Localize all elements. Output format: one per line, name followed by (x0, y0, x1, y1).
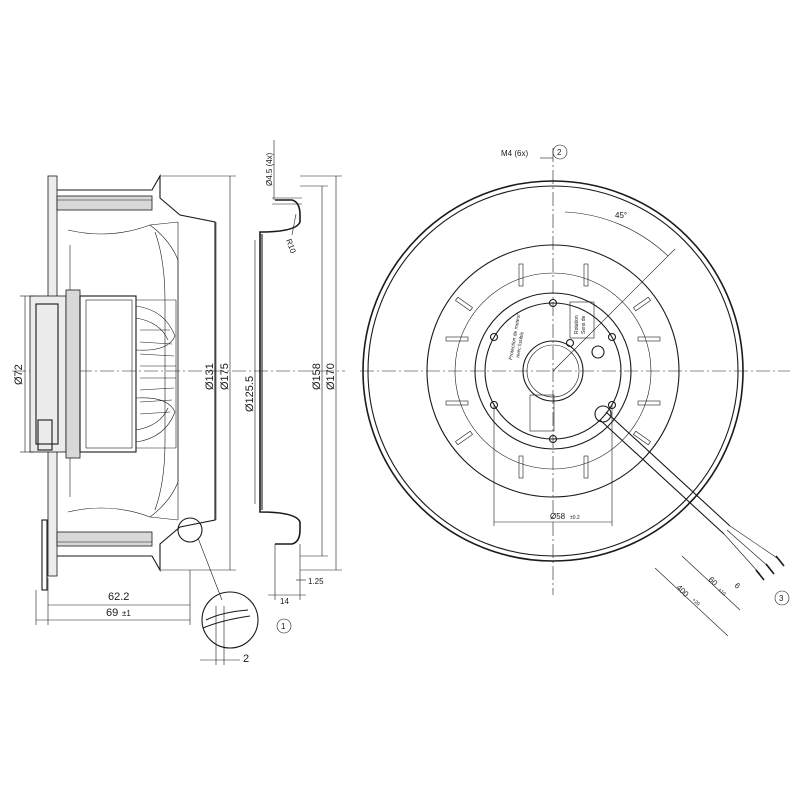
dim-diameter-72: Ø72 (13, 364, 25, 385)
dim-length-14: 14 (280, 597, 289, 606)
blade-bottom (67, 507, 179, 521)
blade-top (67, 221, 179, 235)
motor-body (79, 295, 137, 453)
dim-cable-60: 60 (707, 575, 720, 588)
dim-cable-400: 400 (675, 583, 691, 599)
dim-diameter-158: Ø158 (311, 363, 323, 390)
callout-1-circle (276, 618, 292, 634)
hub-bore (522, 340, 584, 402)
housing-outline (57, 173, 216, 573)
angle-45: 45° (615, 211, 627, 220)
label-plate-top (569, 301, 595, 339)
inlet-ring (426, 244, 680, 498)
thread-label: M4 (6x) (501, 149, 528, 158)
dim-diameter-125-5: Ø125.5 (244, 376, 256, 412)
label-right-1: Rotation (574, 315, 580, 334)
callout-1: 1 (281, 622, 286, 631)
cable-gland (41, 519, 48, 591)
dim-length-69: 69 (106, 607, 118, 619)
cable: 3 400 +20 60 ±10 6 (599, 411, 790, 637)
cable-outlet (594, 405, 612, 423)
label-right-2: Sens de (581, 315, 587, 334)
callout-3-circle (774, 590, 790, 606)
label-left-2: avec fusible (515, 331, 526, 358)
dim-diameter-170: Ø170 (325, 363, 337, 390)
dim-gap-2: 2 (243, 653, 249, 665)
label-plates: Protection de moteur avec fusible Rotati… (508, 301, 595, 432)
callout-2-circle (552, 144, 568, 160)
label-plate-bottom (529, 394, 555, 432)
slot-marks (445, 263, 661, 479)
inlet-ring-section: Ø125.5 Ø158 Ø170 Ø4.5 (4x) R10 14 1.25 (244, 140, 342, 606)
callout-3: 3 (779, 594, 784, 603)
bottom-ring-band (56, 531, 153, 547)
dim-length-62-2: 62.2 (108, 591, 129, 603)
top-ring-band (56, 195, 153, 211)
dim-diameter-131: Ø131 (204, 363, 216, 390)
rotation-arrow-icon (591, 345, 605, 359)
dim-diameter-58-tol: ±0.2 (570, 515, 580, 521)
dim-diameter-175: Ø175 (219, 363, 231, 390)
outer-ring (362, 180, 744, 562)
dim-thickness-1-25: 1.25 (308, 577, 324, 586)
detail-circle-1 (177, 517, 203, 543)
dim-cable-60-tol: ±10 (717, 587, 727, 597)
motor-flange-ring (474, 292, 632, 450)
dim-cable-6: 6 (733, 581, 743, 591)
dim-hole-4-5: Ø4.5 (4x) (265, 152, 274, 186)
callout-2: 2 (557, 148, 562, 157)
detail-view-1: 2 1 (200, 591, 292, 665)
dim-diameter-58: Ø58 (550, 512, 566, 521)
motor-cap (29, 295, 67, 453)
dim-cable-400-tol: +20 (691, 597, 701, 607)
angle-arc (564, 211, 669, 257)
rotor-fins (135, 299, 177, 449)
front-view: Protection de moteur avec fusible Rotati… (360, 144, 790, 637)
dim-radius-10: R10 (284, 238, 298, 255)
side-view: Ø72 Ø131 Ø175 62.2 69 ±1 2 1 (12, 140, 345, 665)
motor-flange (65, 289, 81, 459)
dim-length-69-tol: ±1 (122, 609, 131, 618)
